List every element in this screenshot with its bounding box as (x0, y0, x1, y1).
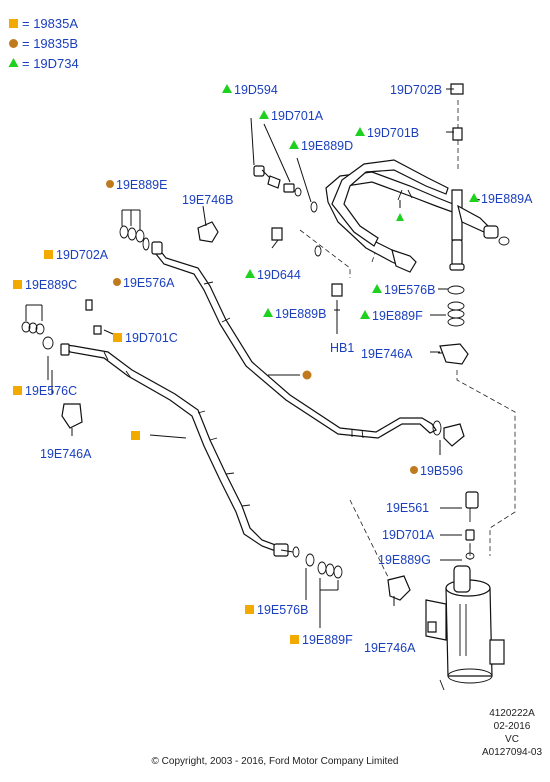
square-icon (13, 386, 22, 395)
square-icon (113, 333, 122, 342)
middle-suction-line (142, 237, 465, 447)
label-19D702A: 19D702A (56, 248, 109, 262)
label-19E576A: 19E576A (123, 276, 175, 290)
label-19D702B: 19D702B (390, 83, 442, 97)
legend-item-19D734: = 19D734 (22, 56, 79, 71)
footer-date: 02-2016 (494, 721, 531, 732)
label-19D644: 19D644 (257, 268, 301, 282)
label-19E889F-top: 19E889F (372, 309, 423, 323)
label-19E889G: 19E889G (378, 553, 431, 567)
clips-and-brackets (61, 205, 469, 606)
label-19E576B-bottom: 19E576B (257, 603, 308, 617)
label-19E576B-top: 19E576B (384, 283, 435, 297)
square-icon (44, 250, 53, 259)
part-symbol-markers (131, 213, 404, 440)
label-19E576C: 19E576C (25, 384, 77, 398)
label-19E746A-left: 19E746A (40, 447, 92, 461)
circle-icon (113, 278, 121, 286)
label-19B596: 19B596 (420, 464, 463, 478)
legend-item-19835B: = 19835B (22, 36, 78, 51)
circle-marker-icon (302, 370, 312, 380)
label-19E746A-top: 19E746A (361, 347, 413, 361)
legend-triangle-icon (8, 58, 19, 67)
legend-item-19835A: = 19835A (22, 16, 78, 31)
triangle-icon (360, 310, 370, 319)
square-marker-icon (131, 431, 140, 440)
triangle-icon (469, 193, 479, 202)
label-19E561: 19E561 (386, 501, 429, 515)
label-19E889C: 19E889C (25, 278, 77, 292)
square-icon (245, 605, 254, 614)
triangle-icon (372, 284, 382, 293)
footer-code: A0127094-03 (482, 747, 542, 758)
part-labels: 19D594 19D701A 19D702B 19D701B 19E889D 1… (13, 83, 533, 655)
label-19D594: 19D594 (234, 83, 278, 97)
triangle-marker-icon (396, 213, 404, 221)
square-icon (290, 635, 299, 644)
footer: 4120222A 02-2016 VC A0127094-03 © Copyri… (152, 708, 543, 767)
label-19E889F-bottom: 19E889F (302, 633, 353, 647)
footer-ref: 4120222A (489, 708, 535, 719)
label-19D701A-top: 19D701A (271, 109, 324, 123)
triangle-icon (222, 84, 232, 93)
legend-square-icon (9, 19, 18, 28)
circle-icon (106, 180, 114, 188)
label-19E889B: 19E889B (275, 307, 326, 321)
o-rings (21, 209, 465, 628)
circle-icon (410, 466, 418, 474)
receiver-drier (425, 491, 505, 691)
legend: = 19835A = 19835B = 19D734 (8, 16, 79, 71)
footer-vc: VC (505, 734, 519, 745)
square-icon (13, 280, 22, 289)
triangle-icon (289, 140, 299, 149)
legend-circle-icon (9, 39, 18, 48)
label-19D701C: 19D701C (125, 331, 178, 345)
label-19E889E: 19E889E (116, 178, 167, 192)
label-19D701A-bottom: 19D701A (382, 528, 435, 542)
leader-lines (51, 88, 481, 561)
upper-right-pipe-assembly (325, 159, 510, 273)
label-19E889A: 19E889A (481, 192, 533, 206)
label-19E746B: 19E746B (182, 193, 233, 207)
label-19D701B: 19D701B (367, 126, 419, 140)
label-19E746A-bottom: 19E746A (364, 641, 416, 655)
triangle-icon (263, 308, 273, 317)
triangle-icon (355, 127, 365, 136)
left-liquid-line (60, 343, 300, 558)
label-19E889D: 19E889D (301, 139, 353, 153)
top-fittings (250, 83, 464, 213)
triangle-icon (259, 110, 269, 119)
label-HB1: HB1 (330, 341, 354, 355)
copyright: © Copyright, 2003 - 2016, Ford Motor Com… (152, 756, 399, 767)
triangle-icon (245, 269, 255, 278)
